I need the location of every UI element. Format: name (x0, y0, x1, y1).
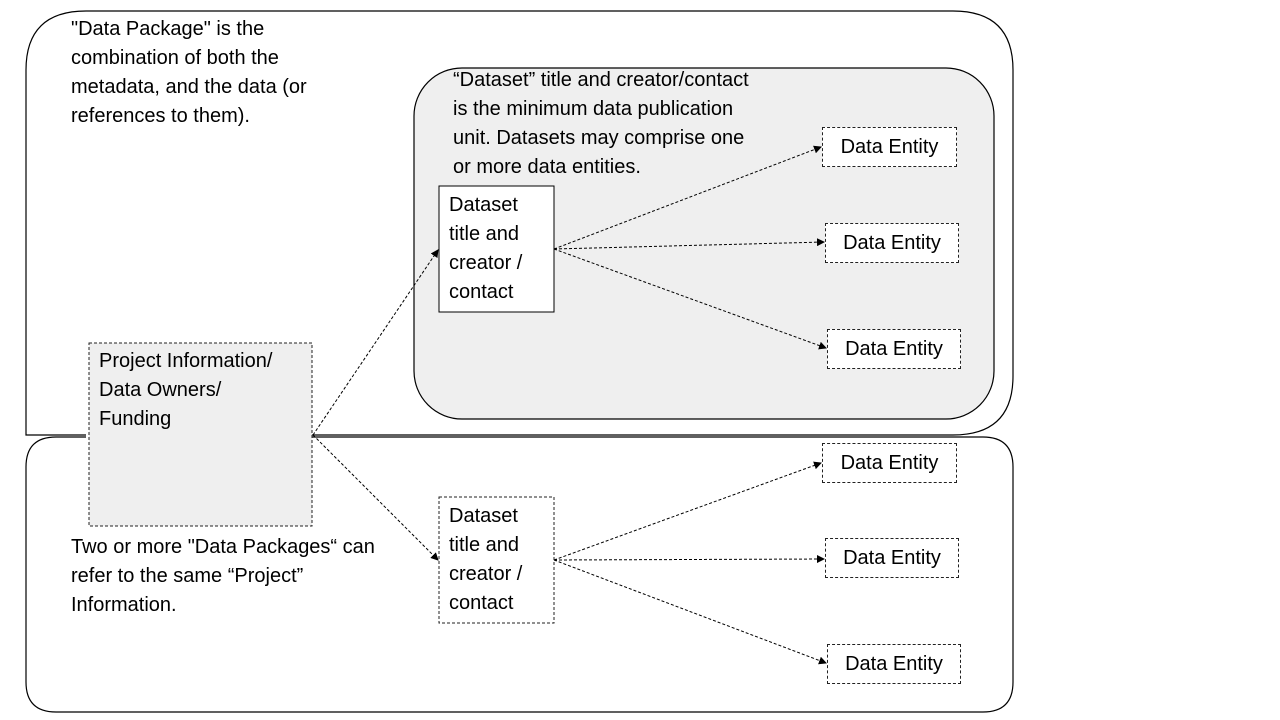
shared-project-note: Two or more "Data Packages“ can refer to… (71, 536, 375, 616)
project-box: Project Information/ Data Owners/ Fundin… (99, 350, 273, 430)
data-entity-box: Data Entity (825, 223, 959, 263)
package-description: "Data Package" is the combination of bot… (71, 18, 307, 127)
connector-project-to-dataset-1 (312, 249, 439, 436)
dataset-box-2: Dataset title and creator / contact (449, 505, 523, 614)
connector-dataset-1-entity-3 (553, 248, 827, 350)
data-entity-box: Data Entity (822, 127, 957, 167)
data-entity-box: Data Entity (827, 644, 961, 684)
connector-dataset-2-entity-3 (553, 559, 827, 665)
connector-dataset-2-entity-1 (553, 461, 822, 561)
dataset-note: “Dataset” title and creator/contact is t… (453, 69, 749, 178)
data-entity-box: Data Entity (822, 443, 957, 483)
data-entity-box: Data Entity (825, 538, 959, 578)
connector-dataset-1-entity-2 (553, 238, 825, 250)
connector-dataset-2-entity-2 (553, 555, 825, 564)
data-entity-box: Data Entity (827, 329, 961, 369)
dataset-box-1: Dataset title and creator / contact (449, 194, 523, 303)
